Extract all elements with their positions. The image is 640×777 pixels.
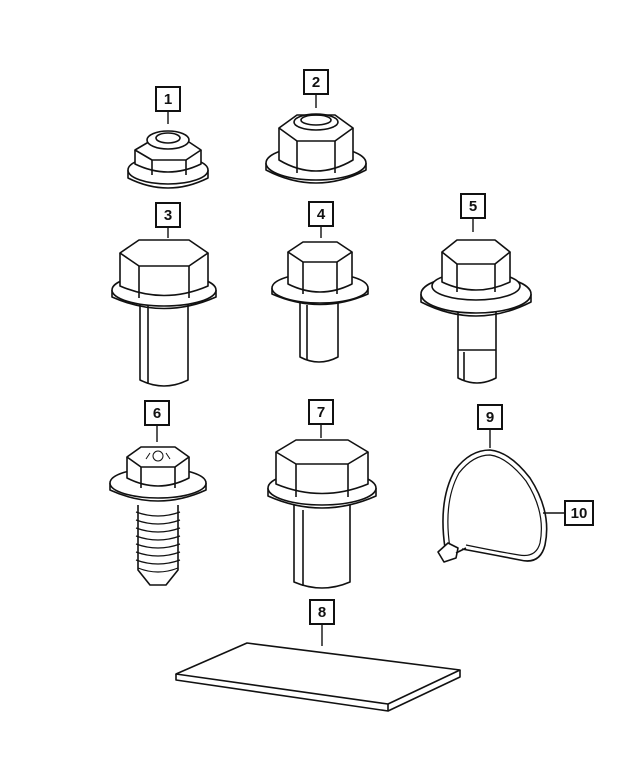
callout-2: 2 — [303, 69, 329, 95]
callout-4: 4 — [308, 201, 334, 227]
callout-7: 7 — [308, 399, 334, 425]
callout-3: 3 — [155, 202, 181, 228]
flange-nut-small-icon — [127, 130, 209, 189]
callout-6-label: 6 — [152, 404, 162, 422]
callout-8: 8 — [309, 599, 335, 625]
callout-9: 9 — [477, 404, 503, 430]
callout-6: 6 — [144, 400, 170, 426]
callout-1-label: 1 — [163, 90, 173, 108]
flange-nut-large-icon — [265, 113, 367, 184]
cable-tie-icon — [437, 449, 548, 563]
bolt-with-washer-icon — [420, 239, 532, 384]
callout-3-label: 3 — [163, 206, 173, 224]
callout-7-label: 7 — [316, 403, 326, 421]
pad-sheet-icon — [175, 642, 461, 712]
callout-10-label: 10 — [570, 504, 588, 522]
threaded-flange-bolt-icon — [109, 446, 207, 586]
callout-2-label: 2 — [311, 73, 321, 91]
callout-1: 1 — [155, 86, 181, 112]
callout-8-label: 8 — [317, 603, 327, 621]
callout-4-label: 4 — [316, 205, 326, 223]
flange-bolt-large-icon — [267, 439, 377, 589]
flange-bolt-small-icon — [271, 241, 369, 363]
flange-bolt-short-icon — [111, 239, 217, 387]
callout-10: 10 — [564, 500, 594, 526]
leader-lines — [156, 94, 564, 646]
callout-5: 5 — [460, 193, 486, 219]
callout-5-label: 5 — [468, 197, 478, 215]
callout-9-label: 9 — [485, 408, 495, 426]
